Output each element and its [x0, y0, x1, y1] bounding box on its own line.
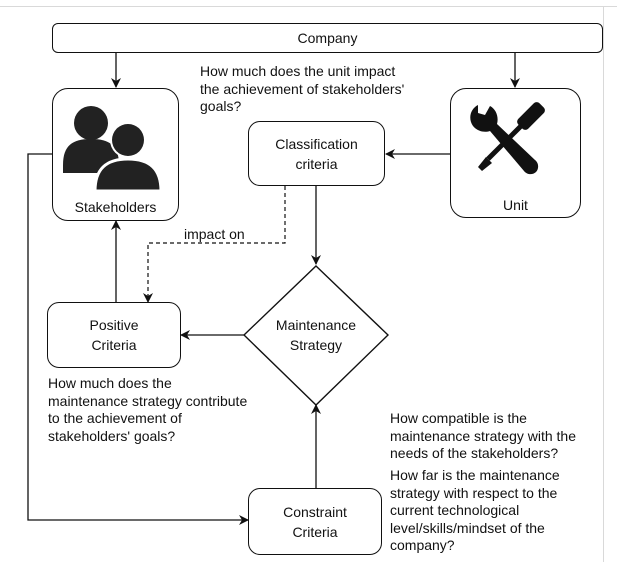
maintenance-line-2: Strategy	[289, 337, 343, 353]
company-node: Company	[52, 23, 603, 53]
compatible-line-3: needs of the stakeholders?	[390, 445, 559, 461]
positive-criteria-node: Positive Criteria	[47, 302, 181, 368]
classification-line-2: criteria	[295, 155, 338, 172]
company-label: Company	[297, 30, 358, 46]
unit-label: Unit	[503, 197, 528, 213]
strategy-contribute-line-3: to the achievement of	[48, 410, 182, 426]
strategy-contribute-question: How much does the maintenance strategy c…	[48, 375, 247, 445]
classification-criteria-node: Classification criteria	[248, 121, 385, 186]
compatible-question: How compatible is the maintenance strate…	[390, 410, 576, 463]
stakeholders-node: Stakeholders	[52, 88, 179, 221]
impact-on-label: impact on	[184, 226, 245, 242]
how-far-question: How far is the maintenance strategy with…	[390, 467, 560, 555]
how-far-line-4: level/skills/mindset of the	[390, 519, 545, 536]
how-far-line-2: strategy with respect to the	[390, 484, 558, 501]
how-far-line-5: company?	[390, 537, 455, 553]
stakeholders-label: Stakeholders	[74, 199, 157, 215]
classification-line-1: Classification	[275, 135, 358, 152]
positive-line-1: Positive	[89, 317, 139, 333]
positive-line-2: Criteria	[91, 337, 137, 353]
wrench-screwdriver-icon	[470, 102, 545, 175]
unit-impact-line-2: the achievement of stakeholders'	[200, 80, 405, 97]
how-far-line-1: How far is the maintenance	[390, 467, 560, 483]
maintenance-strategy-label: Maintenance Strategy	[254, 315, 378, 355]
constraint-line-1: Constraint	[283, 503, 347, 520]
constraint-criteria-node: Constraint Criteria	[248, 488, 382, 555]
how-far-line-3: current technological	[390, 502, 520, 518]
frame-top-border	[0, 6, 617, 7]
compatible-line-2: maintenance strategy with the	[390, 427, 576, 444]
strategy-contribute-line-2: maintenance strategy contribute	[48, 392, 248, 409]
unit-impact-question: How much does the unit impact the achiev…	[200, 63, 404, 116]
strategy-contribute-line-1: How much does the	[48, 375, 172, 391]
people-group-icon	[63, 106, 163, 193]
compatible-line-1: How compatible is the	[390, 410, 527, 426]
unit-impact-line-3: goals?	[200, 98, 242, 114]
strategy-contribute-line-4: stakeholders' goals?	[48, 427, 176, 444]
constraint-line-2: Criteria	[292, 523, 338, 540]
frame-right-border	[603, 6, 604, 562]
unit-node: Unit	[450, 88, 581, 218]
unit-impact-line-1: How much does the unit impact	[200, 63, 396, 79]
maintenance-line-1: Maintenance	[275, 317, 357, 333]
